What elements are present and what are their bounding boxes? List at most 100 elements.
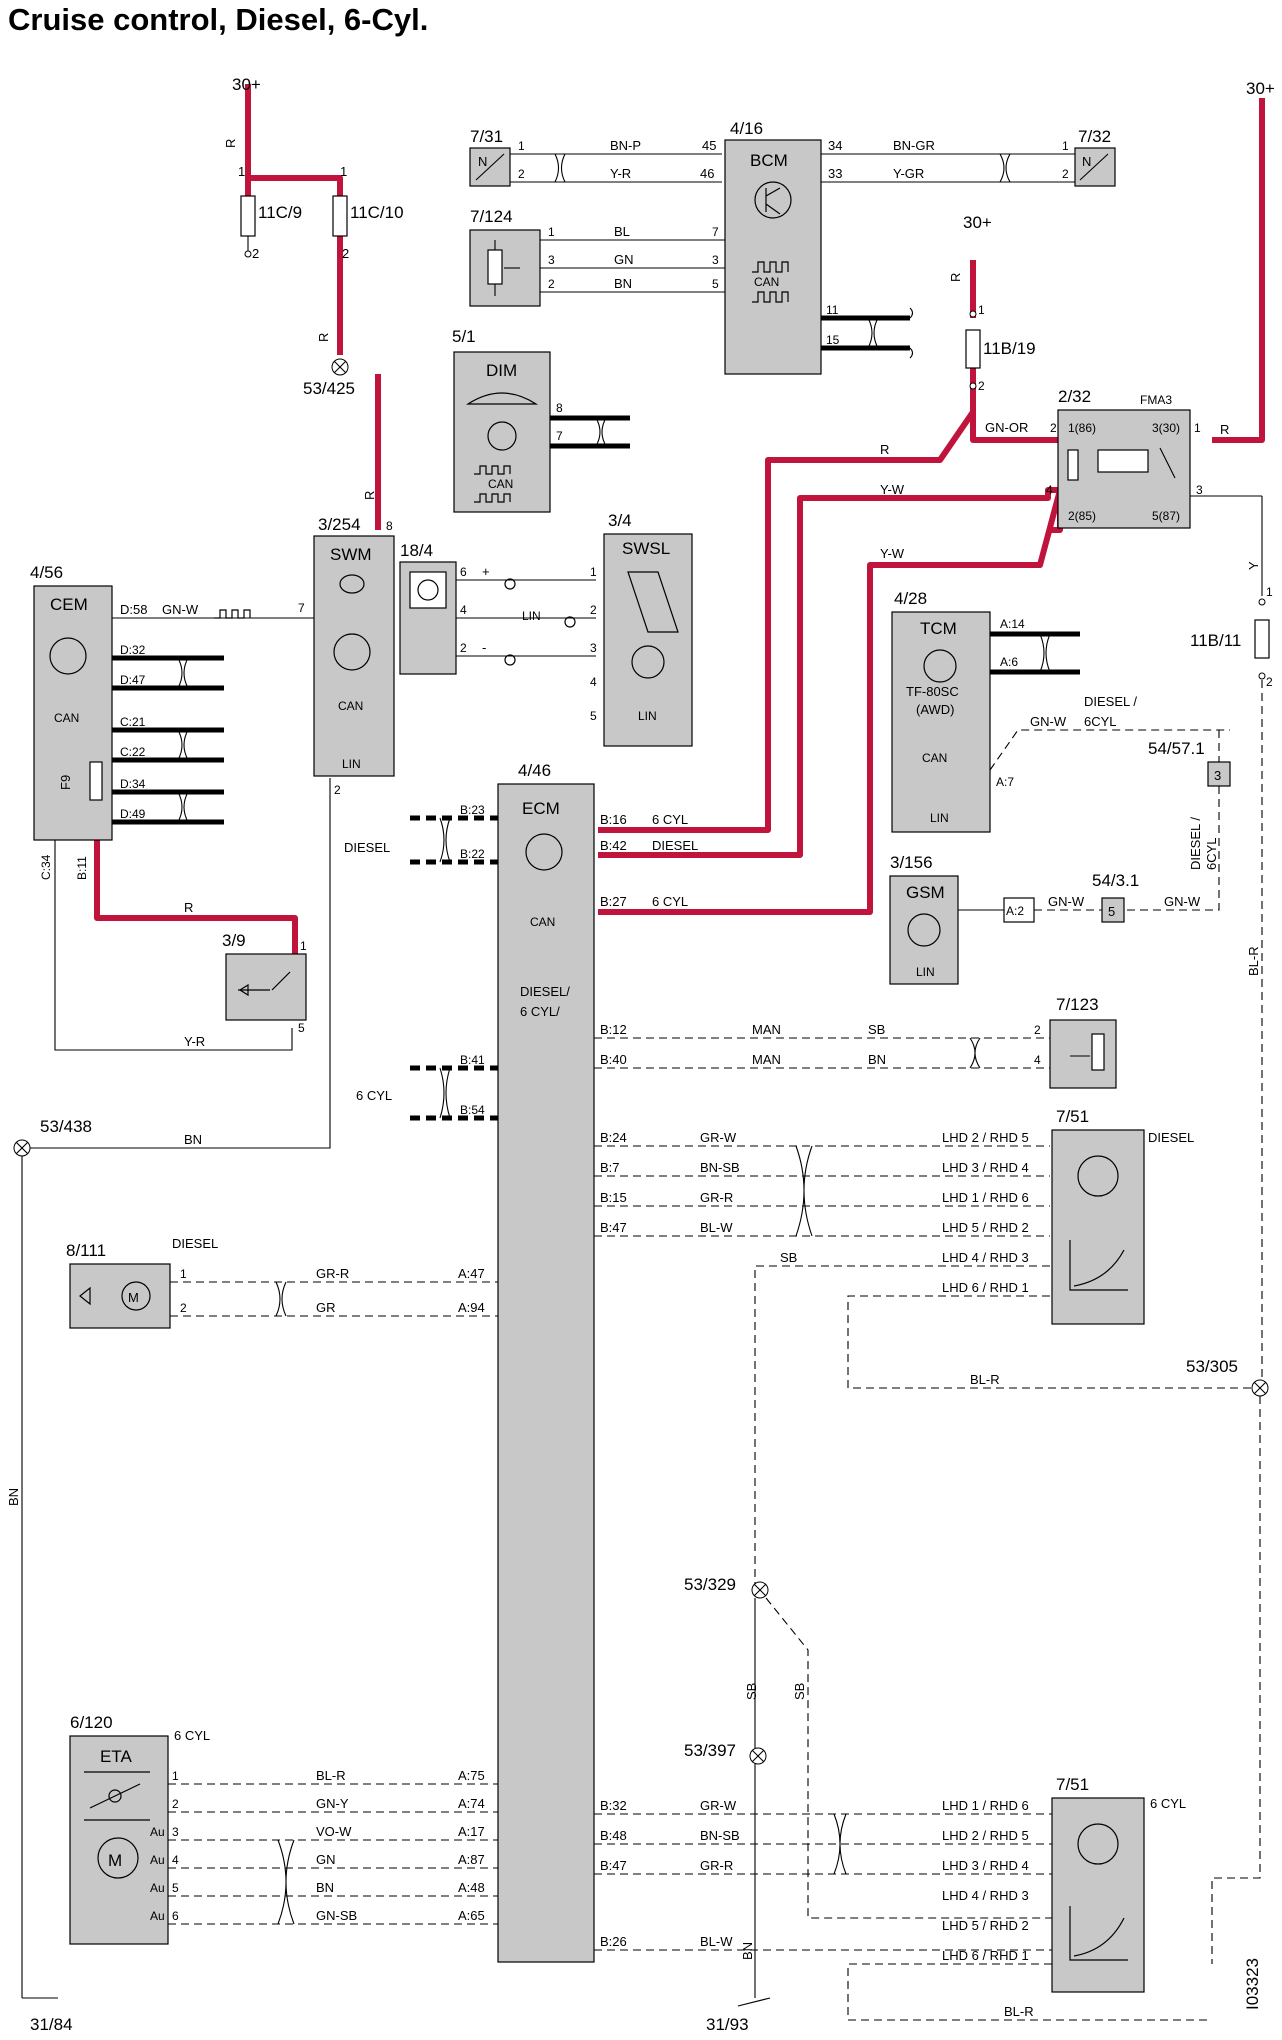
svg-text:54/3.1: 54/3.1 [1092, 871, 1139, 890]
svg-text:BN: BN [6, 1488, 21, 1506]
svg-text:6: 6 [460, 565, 467, 579]
svg-text:4: 4 [590, 675, 597, 689]
svg-text:BN: BN [316, 1880, 334, 1895]
svg-text:B:40: B:40 [600, 1052, 627, 1067]
svg-text:BL-R: BL-R [1004, 2004, 1034, 2019]
svg-text:GR-W: GR-W [700, 1130, 737, 1145]
svg-text:CAN: CAN [338, 699, 363, 713]
svg-text:LHD 3 / RHD 4: LHD 3 / RHD 4 [942, 1858, 1029, 1873]
svg-text:33: 33 [828, 166, 842, 181]
svg-text:7: 7 [712, 225, 719, 239]
svg-text:LHD 1 / RHD 6: LHD 1 / RHD 6 [942, 1190, 1029, 1205]
svg-text:2: 2 [1266, 675, 1273, 689]
svg-text:2: 2 [590, 603, 597, 617]
svg-text:4: 4 [1046, 483, 1053, 497]
svg-text:GN-W: GN-W [1048, 894, 1085, 909]
svg-text:31/84: 31/84 [30, 2015, 73, 2034]
svg-text:8: 8 [556, 401, 563, 415]
svg-text:2: 2 [180, 1301, 187, 1315]
svg-text:2(85): 2(85) [1068, 509, 1096, 523]
svg-text:31/93: 31/93 [706, 2015, 749, 2034]
svg-text:8: 8 [386, 519, 393, 533]
ecm-module: 4/46 ECM CAN DIESEL/ 6 CYL/ [497, 761, 595, 1963]
svg-text:1(86): 1(86) [1068, 421, 1096, 435]
svg-text:A:14: A:14 [1000, 617, 1025, 631]
svg-text:2: 2 [1062, 167, 1069, 181]
svg-text:6 CYL: 6 CYL [652, 894, 688, 909]
svg-text:Y-R: Y-R [184, 1034, 205, 1049]
fuse-11b19: 11B/19 12 [965, 303, 1036, 393]
svg-text:4/56: 4/56 [30, 563, 63, 582]
svg-text:B:42: B:42 [600, 838, 627, 853]
svg-text:BL-W: BL-W [700, 1220, 733, 1235]
svg-text:A:17: A:17 [458, 1824, 485, 1839]
svg-text:(AWD): (AWD) [916, 702, 955, 717]
svg-text:BL-W: BL-W [700, 1934, 733, 1949]
supply-30-plus-middle: 30+ [963, 213, 992, 232]
svg-text:7: 7 [298, 601, 305, 615]
svg-text:GN-Y: GN-Y [316, 1796, 349, 1811]
svg-text:DIESEL /: DIESEL / [1084, 694, 1137, 709]
svg-text:3/156: 3/156 [890, 853, 933, 872]
svg-text:TCM: TCM [920, 619, 957, 638]
ground-53-397: 53/397 [684, 1741, 767, 1765]
svg-text:2: 2 [334, 783, 341, 797]
svg-text:R: R [1220, 422, 1229, 437]
relay-2-32: 2/32 FMA3 1(86) 3(30) 2(85) 5(87) 2 4 1 … [1046, 387, 1203, 529]
svg-text:B:47: B:47 [600, 1858, 627, 1873]
svg-text:BN: BN [184, 1132, 202, 1147]
svg-text:BCM: BCM [750, 151, 788, 170]
svg-text:5: 5 [712, 277, 719, 291]
svg-text:GR: GR [316, 1300, 336, 1315]
svg-text:5(87): 5(87) [1152, 509, 1180, 523]
svg-text:BN-SB: BN-SB [700, 1828, 740, 1843]
svg-text:6 CYL/: 6 CYL/ [520, 1004, 560, 1019]
svg-text:CAN: CAN [922, 751, 947, 765]
svg-text:BN: BN [868, 1052, 886, 1067]
svg-text:SB: SB [868, 1022, 885, 1037]
svg-text:B:7: B:7 [600, 1160, 620, 1175]
svg-text:DIESEL: DIESEL [652, 838, 698, 853]
svg-text:R: R [362, 491, 377, 500]
svg-text:6/120: 6/120 [70, 1713, 113, 1732]
svg-text:4: 4 [460, 603, 467, 617]
svg-text:1: 1 [548, 225, 555, 239]
svg-text:GN-OR: GN-OR [985, 420, 1028, 435]
svg-text:N: N [478, 154, 487, 169]
svg-text:4: 4 [172, 1853, 179, 1867]
svg-text:1: 1 [978, 303, 985, 317]
svg-text:D:49: D:49 [120, 807, 146, 821]
svg-text:53/305: 53/305 [1186, 1357, 1238, 1376]
dim-module: 5/1 DIM CAN [452, 327, 551, 513]
component-7-123: 7/123 [1049, 995, 1117, 1089]
gsm-module: 3/156 GSM LIN [889, 853, 959, 985]
swm-module: 3/254 SWM CAN LIN 8 2 [313, 515, 395, 797]
svg-text:1: 1 [518, 139, 525, 153]
svg-text:B:27: B:27 [600, 894, 627, 909]
svg-text:11: 11 [826, 303, 839, 317]
svg-text:R: R [316, 333, 331, 342]
svg-text:DIM: DIM [486, 361, 517, 380]
svg-text:11C/9: 11C/9 [258, 203, 302, 222]
svg-text:3: 3 [590, 641, 597, 655]
svg-text:B:23: B:23 [460, 803, 485, 817]
svg-text:2: 2 [172, 1797, 179, 1811]
svg-text:B:32: B:32 [600, 1798, 627, 1813]
swsl-module: 3/4 SWSL LIN [603, 511, 693, 747]
svg-text:6 CYL: 6 CYL [174, 1728, 210, 1743]
svg-text:5/1: 5/1 [452, 327, 476, 346]
svg-text:2: 2 [548, 277, 555, 291]
svg-text:C:34: C:34 [39, 854, 53, 880]
svg-text:3: 3 [1214, 768, 1221, 783]
svg-text:5: 5 [298, 1021, 305, 1035]
svg-text:BL-R: BL-R [1246, 946, 1261, 976]
svg-text:LHD 4 / RHD 3: LHD 4 / RHD 3 [942, 1250, 1029, 1265]
svg-text:1: 1 [180, 1267, 187, 1281]
svg-text:GR-R: GR-R [316, 1266, 349, 1281]
svg-text:18/4: 18/4 [400, 541, 433, 560]
svg-text:53/397: 53/397 [684, 1741, 736, 1760]
svg-text:M: M [128, 1290, 139, 1305]
svg-text:3: 3 [172, 1825, 179, 1839]
doc-number: I03323 [1243, 1958, 1262, 2010]
